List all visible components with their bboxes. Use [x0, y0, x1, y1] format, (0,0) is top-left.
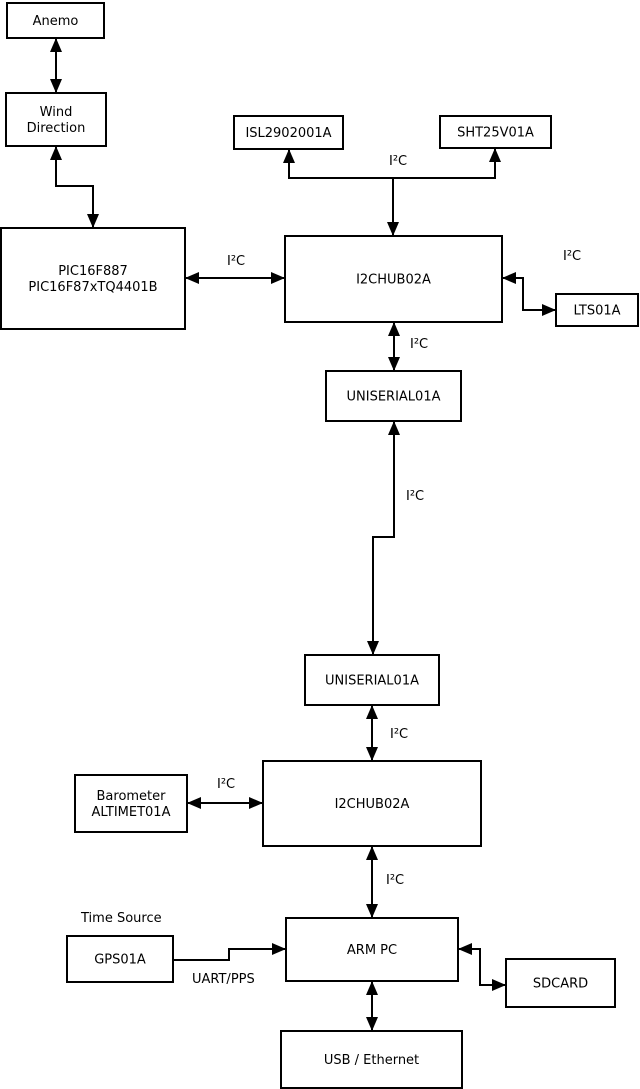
edge-uniserial1-uniserial2 [367, 421, 400, 655]
label-i2c-barometer: I²C [217, 777, 235, 792]
sdcard-label: SDCARD [533, 977, 588, 992]
barometer-label: Barometer [97, 789, 167, 804]
lts01a-box [555, 293, 639, 327]
label-i2c-uniserial2-hub2: I²C [390, 727, 408, 742]
arm-pc-label: ARM PC [347, 943, 397, 958]
edge-armpc-sdcard [458, 943, 506, 991]
uniserial-1-label: UNISERIAL01A [347, 390, 441, 405]
wind-direction-label: Wind [40, 105, 73, 120]
isl2902001a-label: ISL2902001A [245, 126, 331, 141]
label-i2c-hub2-armpc: I²C [386, 873, 404, 888]
i2chub-1-label: I2CHUB02A [356, 273, 431, 288]
pic-label: PIC16F87xTQ4401B [28, 280, 157, 295]
edge-wind-pic [50, 146, 99, 228]
label-i2c-top-branch: I²C [389, 154, 407, 169]
edge-gps-armpc [173, 943, 286, 961]
node-i2chub-1: I2CHUB02A [284, 235, 503, 323]
anemo-box [6, 2, 105, 39]
node-usb-ethernet: USB / Ethernet [280, 1030, 463, 1089]
sht25v01a-box [439, 115, 552, 149]
labels-layer: I²C I²C I²C I²C I²C I²C I²C I²C Time SourceUART/… [80, 154, 581, 987]
sdcard-box [505, 958, 616, 1008]
node-uniserial-1: UNISERIAL01A [325, 370, 462, 422]
label-time-source: Time Source [80, 911, 162, 926]
sht25v01a-label: SHT25V01A [457, 126, 534, 141]
node-arm-pc: ARM PC [285, 917, 459, 982]
uniserial-2-label: UNISERIAL01A [325, 674, 419, 689]
node-i2chub-2: I2CHUB02A [262, 760, 482, 847]
label-uart-pps: UART/PPS [192, 972, 255, 987]
uniserial-2-box [304, 654, 440, 706]
label-i2c-uniserial-link: I²C [406, 489, 424, 504]
node-uniserial-2: UNISERIAL01A [304, 654, 440, 706]
isl2902001a-box [233, 115, 344, 150]
i2chub-2-box [262, 760, 482, 847]
label-i2c-pic-hub1: I²C [227, 254, 245, 269]
node-sdcard: SDCARD [505, 958, 616, 1008]
node-isl2902001a: ISL2902001A [233, 115, 344, 150]
i2chub-1-box [284, 235, 503, 323]
label-i2c-hub1-lts: I²C [563, 249, 581, 264]
usb-ethernet-box [280, 1030, 463, 1089]
node-anemo: Anemo [6, 2, 105, 39]
wind-direction-label: Direction [27, 121, 86, 136]
label-i2c-hub1-uniserial1: I²C [410, 337, 428, 352]
lts01a-label: LTS01A [573, 304, 620, 319]
wind-direction-box [5, 92, 107, 147]
gps01a-box [66, 935, 174, 983]
gps01a-label: GPS01A [94, 953, 146, 968]
edges-layer [50, 38, 556, 1031]
node-sht25v01a: SHT25V01A [439, 115, 552, 149]
pic-box [0, 227, 186, 330]
i2chub-2-label: I2CHUB02A [335, 797, 410, 812]
anemo-label: Anemo [33, 14, 79, 29]
edge-i2chub1-lts01a [502, 272, 556, 316]
node-gps01a: GPS01A [66, 935, 174, 983]
node-lts01a: LTS01A [555, 293, 639, 327]
uniserial-1-box [325, 370, 462, 422]
arm-pc-box [285, 917, 459, 982]
usb-ethernet-label: USB / Ethernet [324, 1053, 419, 1068]
pic-label: PIC16F887 [58, 264, 128, 279]
barometer-box [74, 774, 188, 833]
barometer-label: ALTIMET01A [92, 805, 171, 820]
